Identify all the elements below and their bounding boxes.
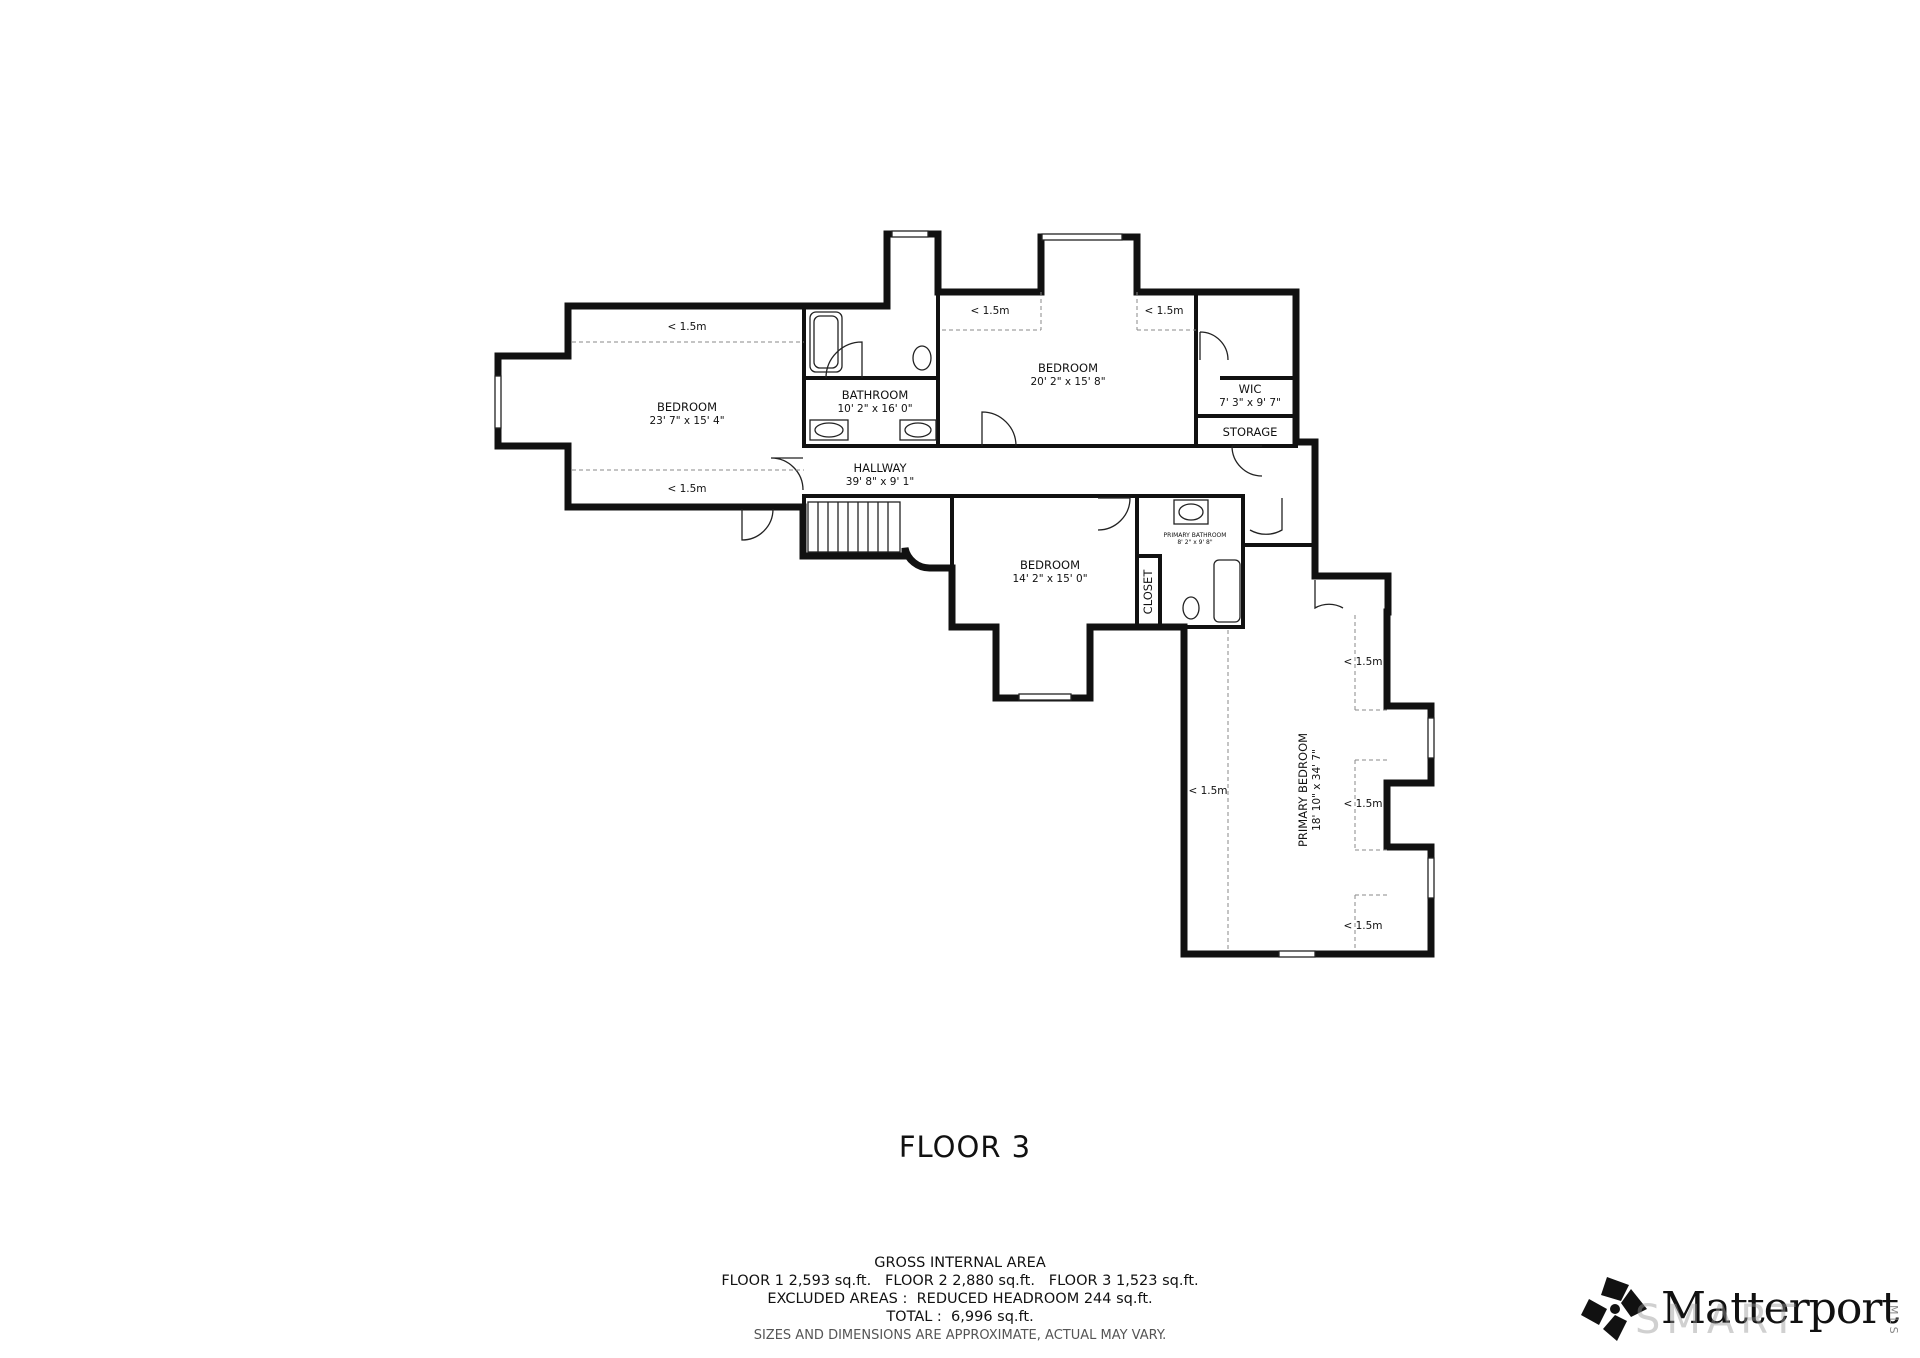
logo-overlay: SMART — [1635, 1297, 1802, 1343]
area-total: TOTAL : 6,996 sq.ft. — [886, 1309, 1034, 1325]
room-name-bathroom: BATHROOM — [842, 388, 909, 402]
interior-walls — [802, 290, 1317, 629]
headroom-label: < 1.5m — [667, 321, 706, 333]
room-name-primary-bedroom: PRIMARY BEDROOM — [1296, 733, 1310, 847]
headroom-label: < 1.5m — [1343, 656, 1382, 668]
exterior-walls — [494, 230, 1435, 958]
logo-wordmark: Matterport — [1661, 1283, 1899, 1334]
floor-title: FLOOR 3 — [898, 1130, 1032, 1164]
area-heading: GROSS INTERNAL AREA — [874, 1255, 1046, 1271]
area-disclaimer: SIZES AND DIMENSIONS ARE APPROXIMATE, AC… — [753, 1328, 1167, 1343]
room-name-closet: CLOSET — [1141, 569, 1155, 615]
room-name-storage: STORAGE — [1223, 425, 1278, 439]
room-dims-primary-bedroom: 18' 10" x 34' 7" — [1311, 749, 1323, 831]
reduced-headroom-lines — [572, 292, 1387, 950]
room-dims-hallway: 39' 8" x 9' 1" — [846, 476, 914, 488]
headroom-label: < 1.5m — [667, 483, 706, 495]
headroom-label: < 1.5m — [1144, 305, 1183, 317]
room-dims-bedroom-north: 20' 2" x 15' 8" — [1030, 376, 1105, 388]
room-dims-bedroom-south: 14' 2" x 15' 0" — [1012, 573, 1087, 585]
matterport-mark-icon — [1581, 1277, 1647, 1341]
room-dims-bathroom: 10' 2" x 16' 0" — [837, 403, 912, 415]
headroom-labels: < 1.5m < 1.5m < 1.5m < 1.5m < 1.5m < 1.5… — [667, 305, 1382, 932]
room-name-wic: WIC — [1239, 382, 1262, 396]
headroom-label: < 1.5m — [1343, 798, 1382, 810]
area-excluded: EXCLUDED AREAS : REDUCED HEADROOM 244 sq… — [767, 1291, 1153, 1307]
room-dims-bedroom-west: 23' 7" x 15' 4" — [649, 415, 724, 427]
bathroom-fixtures — [809, 311, 1241, 623]
headroom-label: < 1.5m — [1343, 920, 1382, 932]
room-name-hallway: HALLWAY — [853, 461, 907, 475]
matterport-logo: Matterport SMART MLS — [1577, 1275, 1917, 1347]
room-name-bedroom-north: BEDROOM — [1038, 361, 1098, 375]
room-dims-wic: 7' 3" x 9' 7" — [1219, 397, 1281, 409]
area-floors: FLOOR 1 2,593 sq.ft. FLOOR 2 2,880 sq.ft… — [721, 1273, 1199, 1289]
logo-suffix: MLS — [1887, 1305, 1900, 1337]
headroom-label: < 1.5m — [1188, 785, 1227, 797]
room-dims-primary-bathroom: 8' 2" x 9' 8" — [1177, 539, 1213, 546]
room-name-bedroom-west: BEDROOM — [657, 400, 717, 414]
room-name-primary-bathroom: PRIMARY BATHROOM — [1164, 532, 1227, 539]
room-name-bedroom-south: BEDROOM — [1020, 558, 1080, 572]
windows — [494, 230, 1435, 958]
staircase — [807, 501, 901, 553]
headroom-label: < 1.5m — [970, 305, 1009, 317]
